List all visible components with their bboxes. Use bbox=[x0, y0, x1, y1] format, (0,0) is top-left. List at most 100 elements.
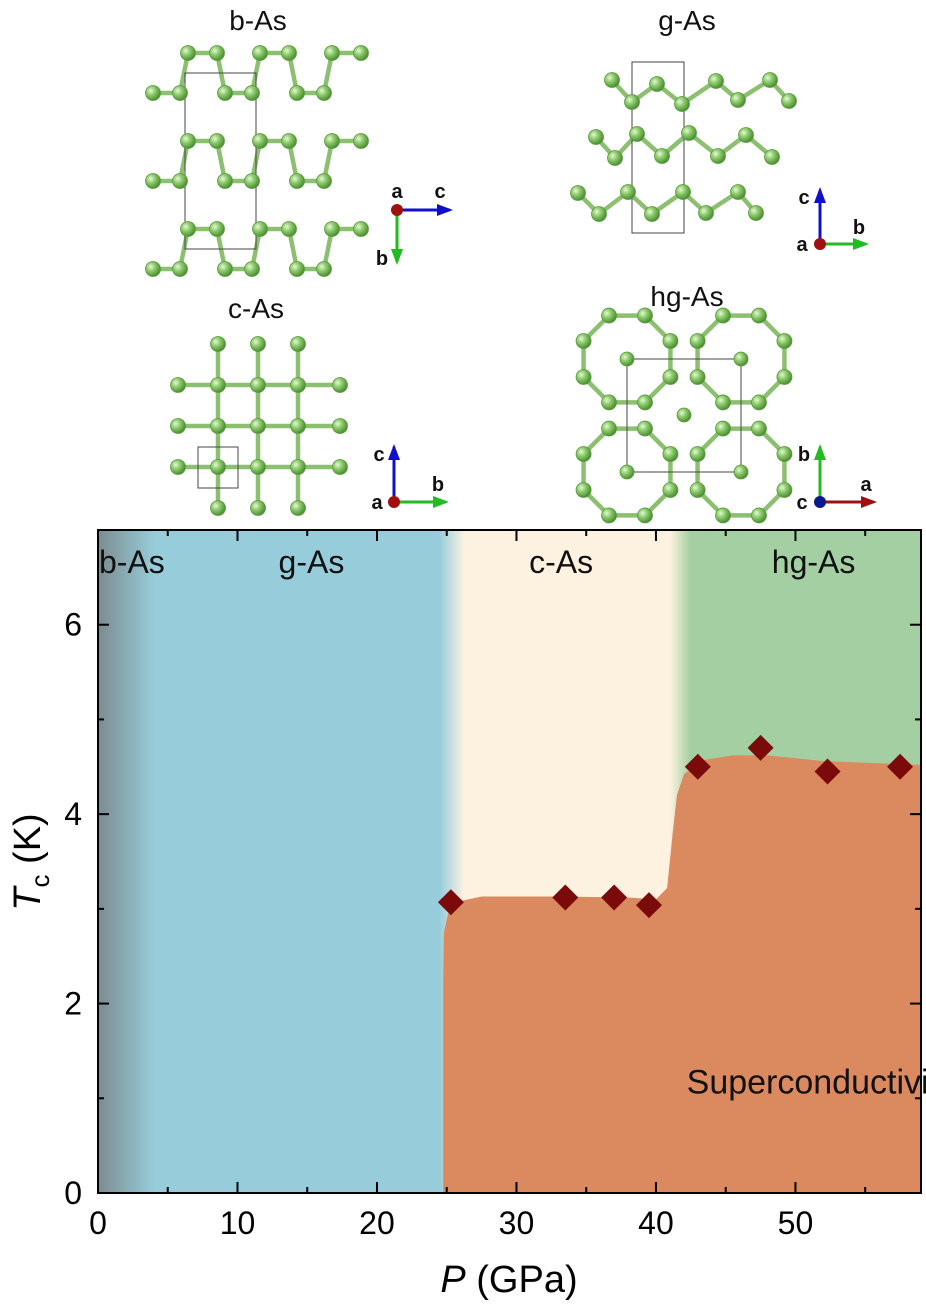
x-axis-label: P (GPa) bbox=[440, 1259, 577, 1301]
atom bbox=[681, 125, 697, 141]
unit-cell bbox=[631, 61, 685, 234]
atom bbox=[689, 446, 706, 462]
atom bbox=[715, 307, 731, 324]
atom bbox=[675, 184, 691, 200]
atom bbox=[733, 351, 749, 367]
atom bbox=[674, 96, 690, 112]
atom bbox=[764, 149, 780, 165]
atom bbox=[689, 482, 706, 498]
axis-label: a bbox=[371, 492, 383, 514]
atom bbox=[250, 377, 266, 393]
atom bbox=[316, 173, 332, 189]
axis-label: b bbox=[853, 217, 865, 239]
atom bbox=[776, 482, 793, 498]
atom bbox=[289, 173, 305, 189]
atom bbox=[290, 500, 306, 516]
atom bbox=[290, 377, 306, 393]
axis-label: a bbox=[391, 181, 403, 203]
atom bbox=[619, 464, 635, 480]
atom bbox=[353, 45, 369, 61]
structure-title-hg-as: hg-As bbox=[650, 281, 723, 312]
atom bbox=[748, 205, 764, 221]
atom bbox=[715, 394, 731, 411]
superconductivity-label: Superconductivity bbox=[687, 1064, 926, 1102]
unit-cell bbox=[184, 72, 257, 250]
atom bbox=[217, 261, 233, 277]
axis-origin bbox=[391, 204, 403, 216]
unit-cells bbox=[184, 61, 742, 489]
axis-label: a bbox=[860, 474, 872, 496]
atom bbox=[762, 72, 778, 88]
axis-label: b bbox=[432, 474, 444, 496]
axis-label: b bbox=[798, 444, 810, 466]
axis-arrowhead bbox=[437, 204, 453, 216]
atom bbox=[733, 464, 749, 480]
atom bbox=[619, 351, 635, 367]
atom bbox=[607, 150, 623, 166]
axis-label: a bbox=[796, 234, 808, 256]
structure-title-g-as: g-As bbox=[658, 5, 716, 36]
atom bbox=[209, 221, 225, 237]
axis-arrowhead bbox=[814, 444, 826, 460]
atom bbox=[217, 85, 233, 101]
atom bbox=[250, 336, 266, 352]
atom bbox=[637, 307, 653, 324]
y-tick-label: 6 bbox=[64, 607, 82, 643]
atom bbox=[172, 85, 188, 101]
y-axis-label: Tc (K) bbox=[7, 813, 55, 910]
axis-arrowhead bbox=[391, 249, 403, 265]
axis-arrowhead bbox=[853, 238, 869, 250]
atom bbox=[252, 221, 268, 237]
atom bbox=[316, 85, 332, 101]
atom bbox=[644, 206, 660, 222]
phase-label-hg-as: hg-As bbox=[772, 544, 856, 580]
atom bbox=[575, 446, 592, 462]
atom bbox=[145, 173, 161, 189]
structure-title-b-as: b-As bbox=[229, 5, 287, 36]
atom bbox=[145, 261, 161, 277]
axis-origin bbox=[814, 496, 826, 508]
axis-arrowhead bbox=[814, 187, 826, 203]
atom bbox=[332, 418, 348, 434]
atom bbox=[601, 307, 617, 324]
data-point-1 bbox=[437, 889, 464, 916]
atom bbox=[751, 307, 767, 324]
axis-label: c bbox=[798, 187, 809, 209]
atom bbox=[244, 261, 260, 277]
atom bbox=[180, 133, 196, 149]
data-points bbox=[437, 734, 914, 919]
atom bbox=[601, 394, 617, 411]
atom bbox=[649, 76, 665, 92]
data-point-2 bbox=[552, 884, 579, 911]
atom bbox=[575, 369, 592, 385]
data-point-7 bbox=[814, 758, 841, 785]
atom bbox=[210, 336, 226, 352]
unit-cell bbox=[197, 446, 239, 489]
atom bbox=[180, 221, 196, 237]
atom bbox=[601, 507, 617, 524]
atom bbox=[662, 333, 679, 349]
atom bbox=[776, 369, 793, 385]
axis-label: b bbox=[376, 248, 388, 270]
phase-label-g-as: g-As bbox=[279, 544, 345, 580]
atom bbox=[172, 261, 188, 277]
atom bbox=[281, 221, 297, 237]
y-tick-label: 4 bbox=[64, 796, 82, 832]
data-point-5 bbox=[684, 753, 711, 780]
axis-origin bbox=[388, 496, 400, 508]
atom bbox=[570, 185, 586, 201]
atom bbox=[662, 369, 679, 385]
atom bbox=[244, 173, 260, 189]
atom bbox=[689, 369, 706, 385]
y-tick-label: 2 bbox=[64, 986, 82, 1022]
atom bbox=[689, 333, 706, 349]
atom bbox=[289, 85, 305, 101]
atom bbox=[776, 333, 793, 349]
axis-label: c bbox=[796, 492, 807, 514]
atom bbox=[629, 126, 645, 142]
atom bbox=[637, 507, 653, 524]
atom bbox=[604, 72, 620, 88]
data-point-6 bbox=[747, 734, 774, 761]
